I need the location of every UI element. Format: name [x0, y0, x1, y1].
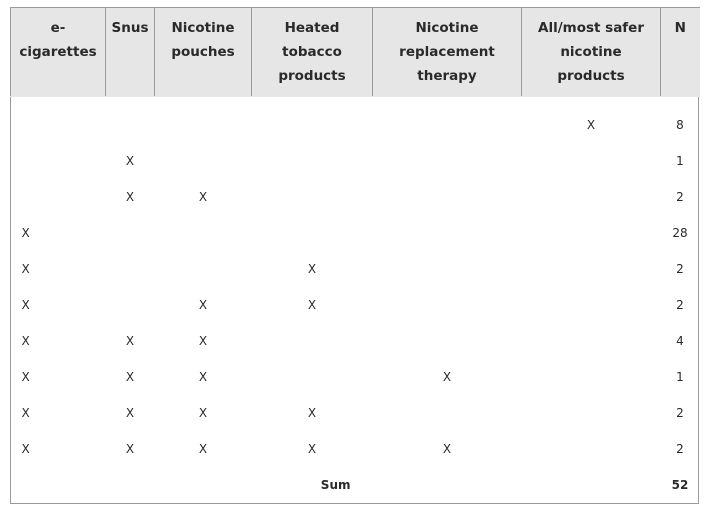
table-row: X 1: [11, 143, 700, 179]
cell-n: 1: [676, 154, 684, 168]
cell-nrt: [373, 179, 522, 215]
header-snus: Snus: [105, 7, 155, 97]
cell-nicotine-pouches: X: [198, 406, 208, 420]
combination-table-frame: e-cigarettes Snus Nicotine pouches Heate…: [10, 7, 700, 504]
spacer-cell: [11, 97, 700, 108]
cell-heated-tobacco: X: [307, 262, 317, 276]
cell-snus: X: [125, 154, 135, 168]
table-row: X X X 2: [11, 287, 700, 323]
sum-empty-all-safer: [522, 467, 661, 503]
cell-e-cigarettes: X: [21, 262, 30, 276]
product-combination-table: e-cigarettes Snus Nicotine pouches Heate…: [10, 7, 700, 503]
sum-row: Sum 52: [11, 467, 700, 503]
header-heated-tobacco-products: Heated tobacco products: [251, 7, 373, 97]
cell-all-safer: [522, 395, 661, 431]
cell-e-cigarettes: [11, 107, 106, 143]
cell-e-cigarettes: [11, 143, 106, 179]
cell-nrt: [373, 215, 522, 251]
cell-all-safer: [522, 143, 661, 179]
cell-heated-tobacco: X: [307, 298, 317, 312]
cell-nicotine-pouches: [155, 215, 252, 251]
table-row: X X X X 1: [11, 359, 700, 395]
cell-snus: X: [125, 442, 135, 456]
cell-heated-tobacco: [252, 215, 373, 251]
cell-nrt: [373, 395, 522, 431]
cell-e-cigarettes: X: [21, 334, 30, 348]
table-header: e-cigarettes Snus Nicotine pouches Heate…: [10, 7, 700, 97]
table-row: X X X X X 2: [11, 431, 700, 467]
cell-snus: X: [125, 370, 135, 384]
cell-heated-tobacco: X: [307, 442, 317, 456]
cell-all-safer: [522, 359, 661, 395]
table-row: X 28: [11, 215, 700, 251]
cell-nrt: [373, 323, 522, 359]
cell-all-safer: [522, 431, 661, 467]
sum-value: 52: [671, 478, 689, 492]
cell-n: 2: [676, 262, 684, 276]
cell-all-safer: [522, 287, 661, 323]
header-nicotine-pouches: Nicotine pouches: [154, 7, 252, 97]
cell-nicotine-pouches: X: [198, 190, 208, 204]
cell-all-safer: X: [586, 118, 596, 132]
cell-e-cigarettes: [11, 179, 106, 215]
header-all-safer-nicotine-products: All/most safer nicotine products: [521, 7, 661, 97]
header-nicotine-replacement-therapy: Nicotine replacement therapy: [372, 7, 522, 97]
cell-heated-tobacco: [252, 179, 373, 215]
cell-n: 8: [676, 118, 684, 132]
cell-snus: [106, 251, 155, 287]
cell-all-safer: [522, 179, 661, 215]
table-row: X X 2: [11, 251, 700, 287]
cell-snus: X: [125, 406, 135, 420]
spacer-row: [11, 97, 700, 108]
table-row: X X 2: [11, 179, 700, 215]
cell-e-cigarettes: X: [21, 442, 30, 456]
header-e-cigarettes: e-cigarettes: [10, 7, 106, 97]
cell-all-safer: [522, 215, 661, 251]
cell-nrt: [373, 251, 522, 287]
table-row: X 8: [11, 107, 700, 143]
cell-n: 2: [676, 406, 684, 420]
sum-empty-nrt: [373, 467, 522, 503]
cell-heated-tobacco: [252, 107, 373, 143]
cell-e-cigarettes: X: [21, 406, 30, 420]
cell-n: 28: [672, 226, 688, 240]
cell-n: 2: [676, 298, 684, 312]
cell-nicotine-pouches: X: [198, 442, 208, 456]
cell-nicotine-pouches: [155, 251, 252, 287]
cell-snus: [106, 215, 155, 251]
cell-nicotine-pouches: X: [198, 298, 208, 312]
cell-snus: X: [125, 190, 135, 204]
cell-all-safer: [522, 251, 661, 287]
cell-snus: [106, 107, 155, 143]
cell-snus: [106, 287, 155, 323]
cell-heated-tobacco: [252, 359, 373, 395]
cell-nrt: X: [442, 442, 452, 456]
cell-nrt: [373, 107, 522, 143]
cell-n: 4: [676, 334, 684, 348]
cell-heated-tobacco: [252, 323, 373, 359]
cell-heated-tobacco: X: [307, 406, 317, 420]
sum-label: Sum: [320, 478, 351, 492]
header-row: e-cigarettes Snus Nicotine pouches Heate…: [10, 7, 700, 97]
cell-heated-tobacco: [252, 143, 373, 179]
cell-nicotine-pouches: [155, 107, 252, 143]
cell-nrt: X: [442, 370, 452, 384]
header-n: N: [660, 7, 700, 97]
cell-nicotine-pouches: X: [198, 370, 208, 384]
table-row: X X X 4: [11, 323, 700, 359]
cell-n: 2: [676, 190, 684, 204]
table-body: X 8 X 1 X X 2 X: [11, 97, 700, 504]
cell-nicotine-pouches: [155, 143, 252, 179]
cell-snus: X: [125, 334, 135, 348]
cell-nrt: [373, 143, 522, 179]
cell-nicotine-pouches: X: [198, 334, 208, 348]
cell-n: 1: [676, 370, 684, 384]
cell-n: 2: [676, 442, 684, 456]
cell-e-cigarettes: X: [21, 226, 30, 240]
cell-nrt: [373, 287, 522, 323]
table-row: X X X X 2: [11, 395, 700, 431]
cell-e-cigarettes: X: [21, 298, 30, 312]
cell-all-safer: [522, 323, 661, 359]
cell-e-cigarettes: X: [21, 370, 30, 384]
